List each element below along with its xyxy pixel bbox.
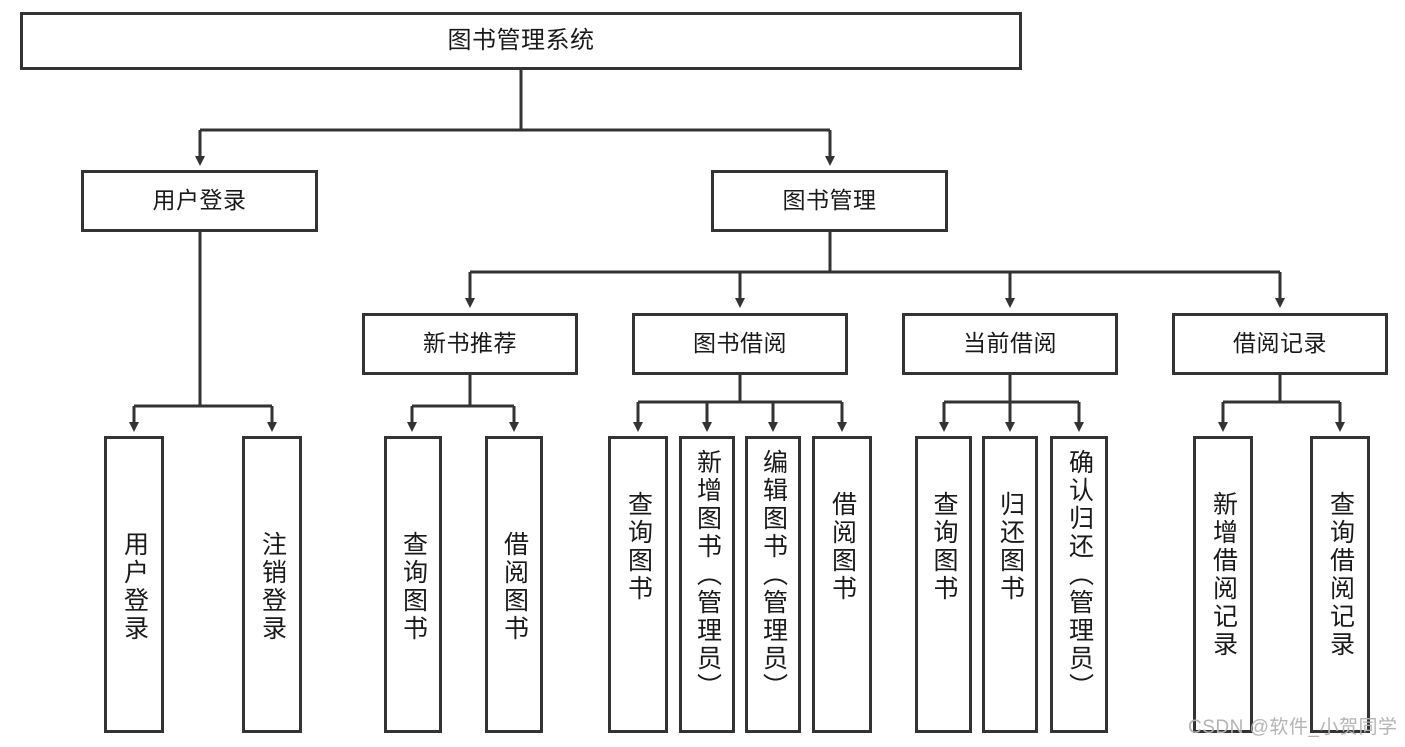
leaf-current-borrow-confirm-return-admin[interactable]: 确认归还（管理员）: [1050, 436, 1108, 733]
csdn-watermark: CSDN @软件_小贺同学: [1188, 717, 1398, 738]
leaf-user-login-signin[interactable]: 用户登录: [104, 436, 164, 733]
node-label: 图书借阅: [693, 330, 787, 357]
leaf-user-login-signout[interactable]: 注销登录: [242, 436, 302, 733]
leaf-borrow-record-add-record[interactable]: 新增借阅记录: [1193, 436, 1253, 733]
node-label: 新增借阅记录: [1209, 491, 1238, 659]
node-label: 编辑图书（管理员）: [759, 449, 788, 701]
node-current-borrow[interactable]: 当前借阅: [902, 313, 1118, 375]
node-label: 查询图书: [624, 491, 653, 603]
node-borrow-record[interactable]: 借阅记录: [1172, 313, 1388, 375]
node-book-borrow[interactable]: 图书借阅: [632, 313, 848, 375]
leaf-book-borrow-borrow-books[interactable]: 借阅图书: [812, 436, 872, 733]
node-label: 新书推荐: [423, 330, 517, 357]
node-label: 借阅图书: [500, 531, 529, 643]
node-label: 确认归还（管理员）: [1065, 449, 1094, 701]
leaf-book-borrow-edit-book-admin[interactable]: 编辑图书（管理员）: [745, 436, 801, 733]
leaf-book-borrow-add-book-admin[interactable]: 新增图书（管理员）: [679, 436, 735, 733]
node-label: 用户登录: [120, 531, 149, 643]
leaf-book-borrow-query-books[interactable]: 查询图书: [608, 436, 668, 733]
leaf-current-borrow-return-books[interactable]: 归还图书: [982, 436, 1038, 733]
node-label: 新增图书（管理员）: [693, 449, 722, 701]
leaf-new-book-borrow-books[interactable]: 借阅图书: [485, 436, 543, 733]
node-label: 查询图书: [399, 531, 428, 643]
node-label: 查询借阅记录: [1326, 491, 1355, 659]
node-label: 借阅记录: [1233, 330, 1327, 357]
node-label: 图书管理系统: [447, 26, 595, 54]
node-label: 当前借阅: [963, 330, 1057, 357]
node-book-management[interactable]: 图书管理: [711, 170, 948, 232]
node-label: 图书管理: [782, 187, 877, 214]
leaf-current-borrow-query-books[interactable]: 查询图书: [915, 436, 972, 733]
node-root-book-management-system[interactable]: 图书管理系统: [20, 12, 1022, 70]
node-new-book-recommendation[interactable]: 新书推荐: [362, 313, 578, 375]
node-user-login[interactable]: 用户登录: [81, 170, 318, 232]
node-label: 归还图书: [996, 491, 1025, 603]
node-label: 注销登录: [258, 531, 287, 643]
node-label: 用户登录: [152, 187, 247, 214]
leaf-borrow-record-query-record[interactable]: 查询借阅记录: [1310, 436, 1370, 733]
node-label: 借阅图书: [828, 491, 857, 603]
node-label: 查询图书: [930, 491, 958, 603]
leaf-new-book-query-books[interactable]: 查询图书: [384, 436, 442, 733]
